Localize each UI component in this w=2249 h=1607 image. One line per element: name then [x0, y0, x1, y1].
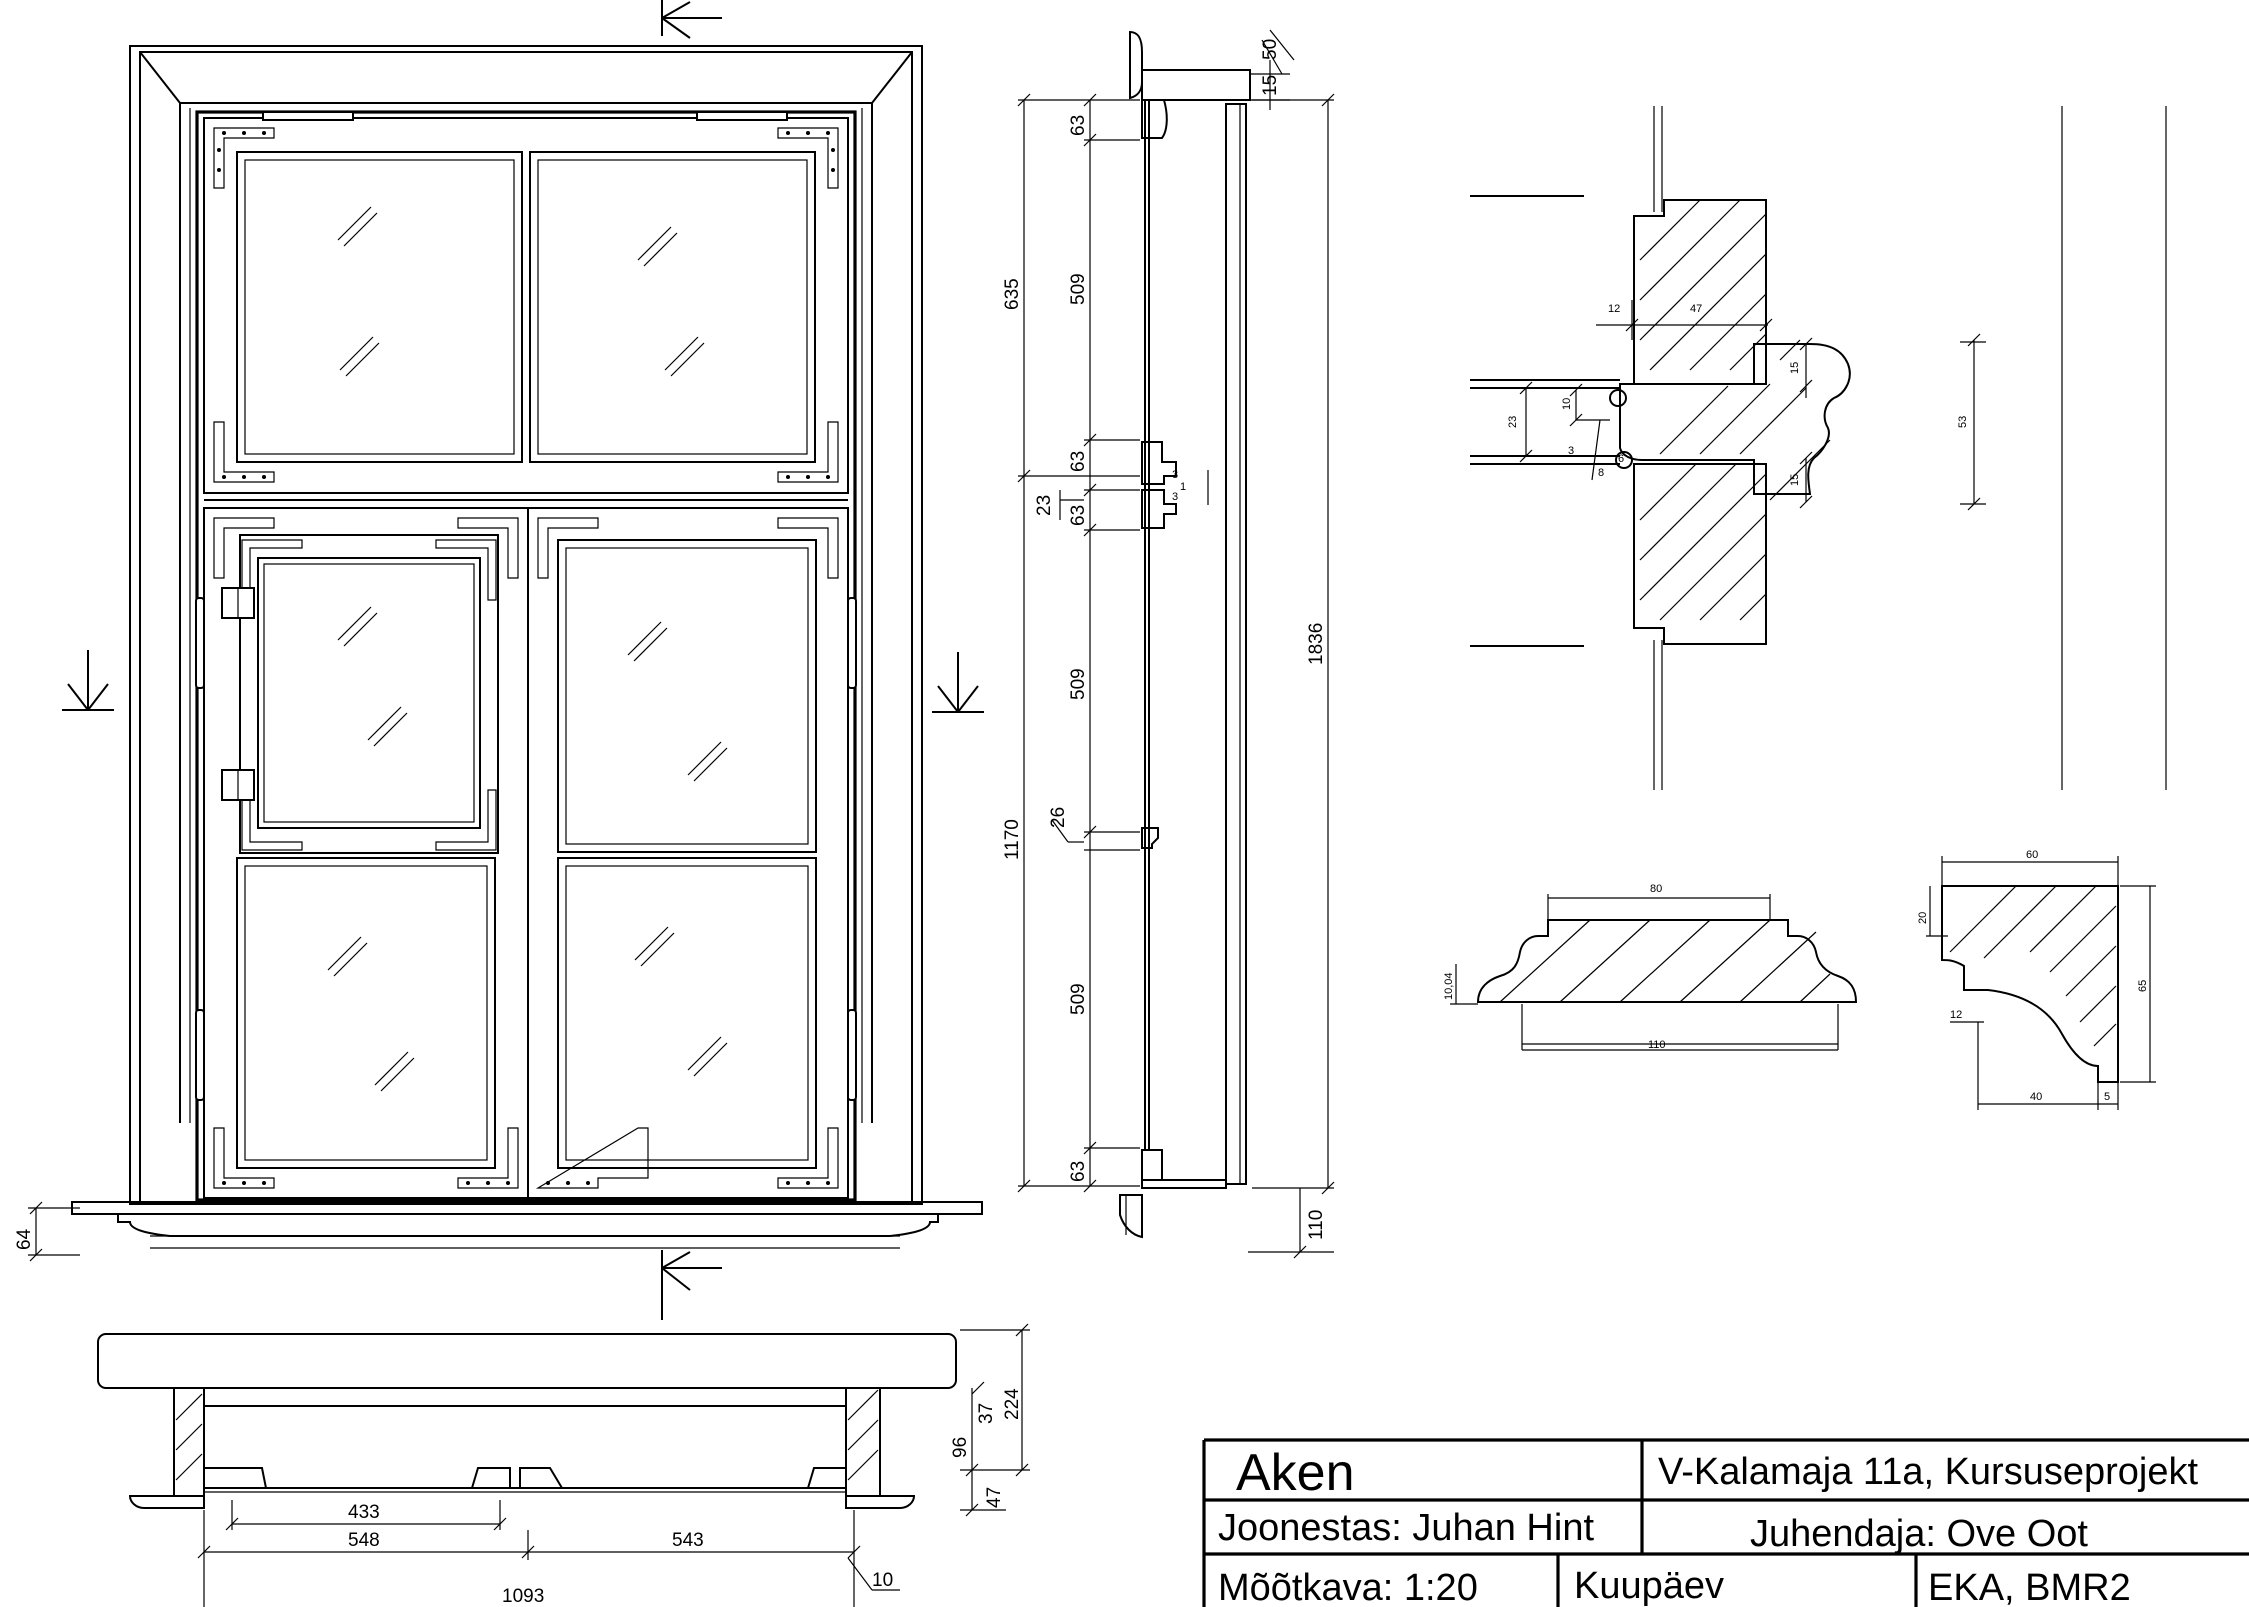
- dim-1836: 1836: [1306, 623, 1327, 665]
- dim-548: 548: [348, 1530, 380, 1551]
- dim-1: 1: [1180, 481, 1186, 493]
- dim-37: 37: [976, 1403, 997, 1424]
- dim-433: 433: [348, 1502, 380, 1523]
- meeting-rail-detail: 12 47 15 15 10 23 3 6 8 53: [1470, 106, 2167, 790]
- detail-dim-12: 12: [1608, 303, 1620, 315]
- sill-dim-80: 80: [1650, 883, 1662, 895]
- detail-dim-10: 10: [1561, 398, 1573, 410]
- dim-1093: 1093: [502, 1586, 544, 1607]
- drawn-by: Joonestas: Juhan Hint: [1218, 1507, 1594, 1549]
- detail-dim-15b: 15: [1789, 474, 1801, 486]
- plan-section: 37 96 224 47 433 548 543 1093 10: [97, 1323, 1030, 1607]
- cornice-dim-60: 60: [2026, 849, 2038, 861]
- cornice-dim-65: 65: [2137, 980, 2149, 992]
- dim-64: 64: [14, 1228, 35, 1250]
- dim-96: 96: [950, 1437, 971, 1458]
- dim-3a: 3: [1172, 469, 1178, 481]
- title-block: Aken V-Kalamaja 11a, Kursuseprojekt Joon…: [1202, 1438, 2249, 1607]
- sill-dim-110: 110: [1648, 1039, 1666, 1051]
- detail-dim-6: 6: [1618, 453, 1624, 465]
- dim-63-bot: 63: [1068, 1161, 1089, 1182]
- detail-dim-8: 8: [1598, 467, 1604, 479]
- drawing-code: EKA, BMR2: [1928, 1567, 2131, 1607]
- dim-543: 543: [672, 1530, 704, 1551]
- detail-dim-47: 47: [1690, 303, 1702, 315]
- dim-3b: 3: [1172, 491, 1178, 503]
- dim-110: 110: [1306, 1210, 1327, 1240]
- dim-23: 23: [1034, 495, 1055, 516]
- cornice-dim-5: 5: [2104, 1091, 2110, 1103]
- dim-509-mid: 509: [1068, 668, 1089, 700]
- dim-47: 47: [984, 1487, 1005, 1508]
- dim-509-top: 509: [1068, 273, 1089, 305]
- front-elevation: 64: [14, 0, 984, 1320]
- dim-10: 10: [872, 1570, 893, 1591]
- drawing-title: Aken: [1236, 1444, 1355, 1502]
- cornice-dim-12: 12: [1950, 1009, 1962, 1021]
- dim-15: 15: [1260, 75, 1281, 96]
- cornice-dim-40: 40: [2030, 1091, 2042, 1103]
- dim-1170: 1170: [1002, 819, 1023, 860]
- cornice-dim-20: 20: [1917, 912, 1929, 924]
- project-name: V-Kalamaja 11a, Kursuseprojekt: [1658, 1451, 2198, 1493]
- cornice-profile: 60 20 12 65 40 5: [1917, 849, 2156, 1110]
- scale: Mõõtkava: 1:20: [1218, 1567, 1478, 1607]
- detail-dim-3: 3: [1568, 445, 1574, 457]
- detail-dim-15a: 15: [1789, 362, 1801, 374]
- dim-63-mid1: 63: [1068, 451, 1089, 472]
- vertical-section: 50 15 63 635 509 63 23 63 509 26 1170 50…: [1002, 29, 1335, 1259]
- detail-dim-53: 53: [1957, 416, 1969, 428]
- sill-dim-1004: 10,04: [1443, 972, 1455, 1000]
- dim-50: 50: [1260, 39, 1281, 60]
- dim-26: 26: [1048, 807, 1069, 828]
- supervisor: Juhendaja: Ove Oot: [1750, 1513, 2088, 1555]
- date-label: Kuupäev: [1574, 1565, 1724, 1607]
- dim-635: 635: [1002, 278, 1023, 310]
- dim-224: 224: [1002, 1388, 1023, 1420]
- sill-profile: 80 110 10,04: [1443, 883, 1858, 1051]
- dim-509-bot: 509: [1068, 983, 1089, 1015]
- dim-63-mid2: 63: [1068, 505, 1089, 526]
- detail-dim-23: 23: [1507, 416, 1519, 428]
- dim-63-top: 63: [1068, 115, 1089, 136]
